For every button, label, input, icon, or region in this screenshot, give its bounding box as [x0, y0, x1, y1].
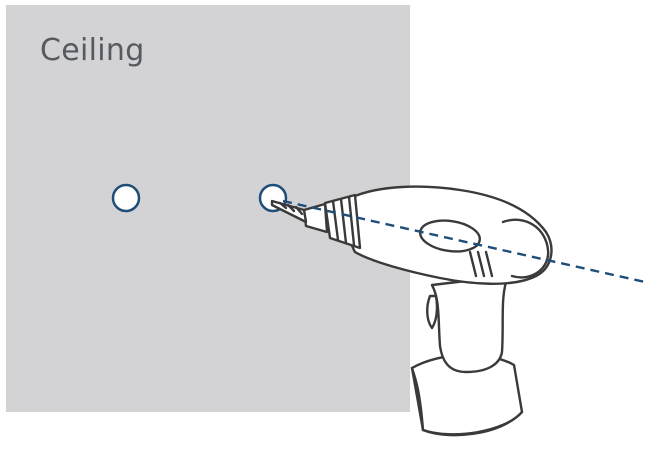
drill-icon [272, 187, 551, 435]
drill-hole-left [113, 185, 139, 211]
